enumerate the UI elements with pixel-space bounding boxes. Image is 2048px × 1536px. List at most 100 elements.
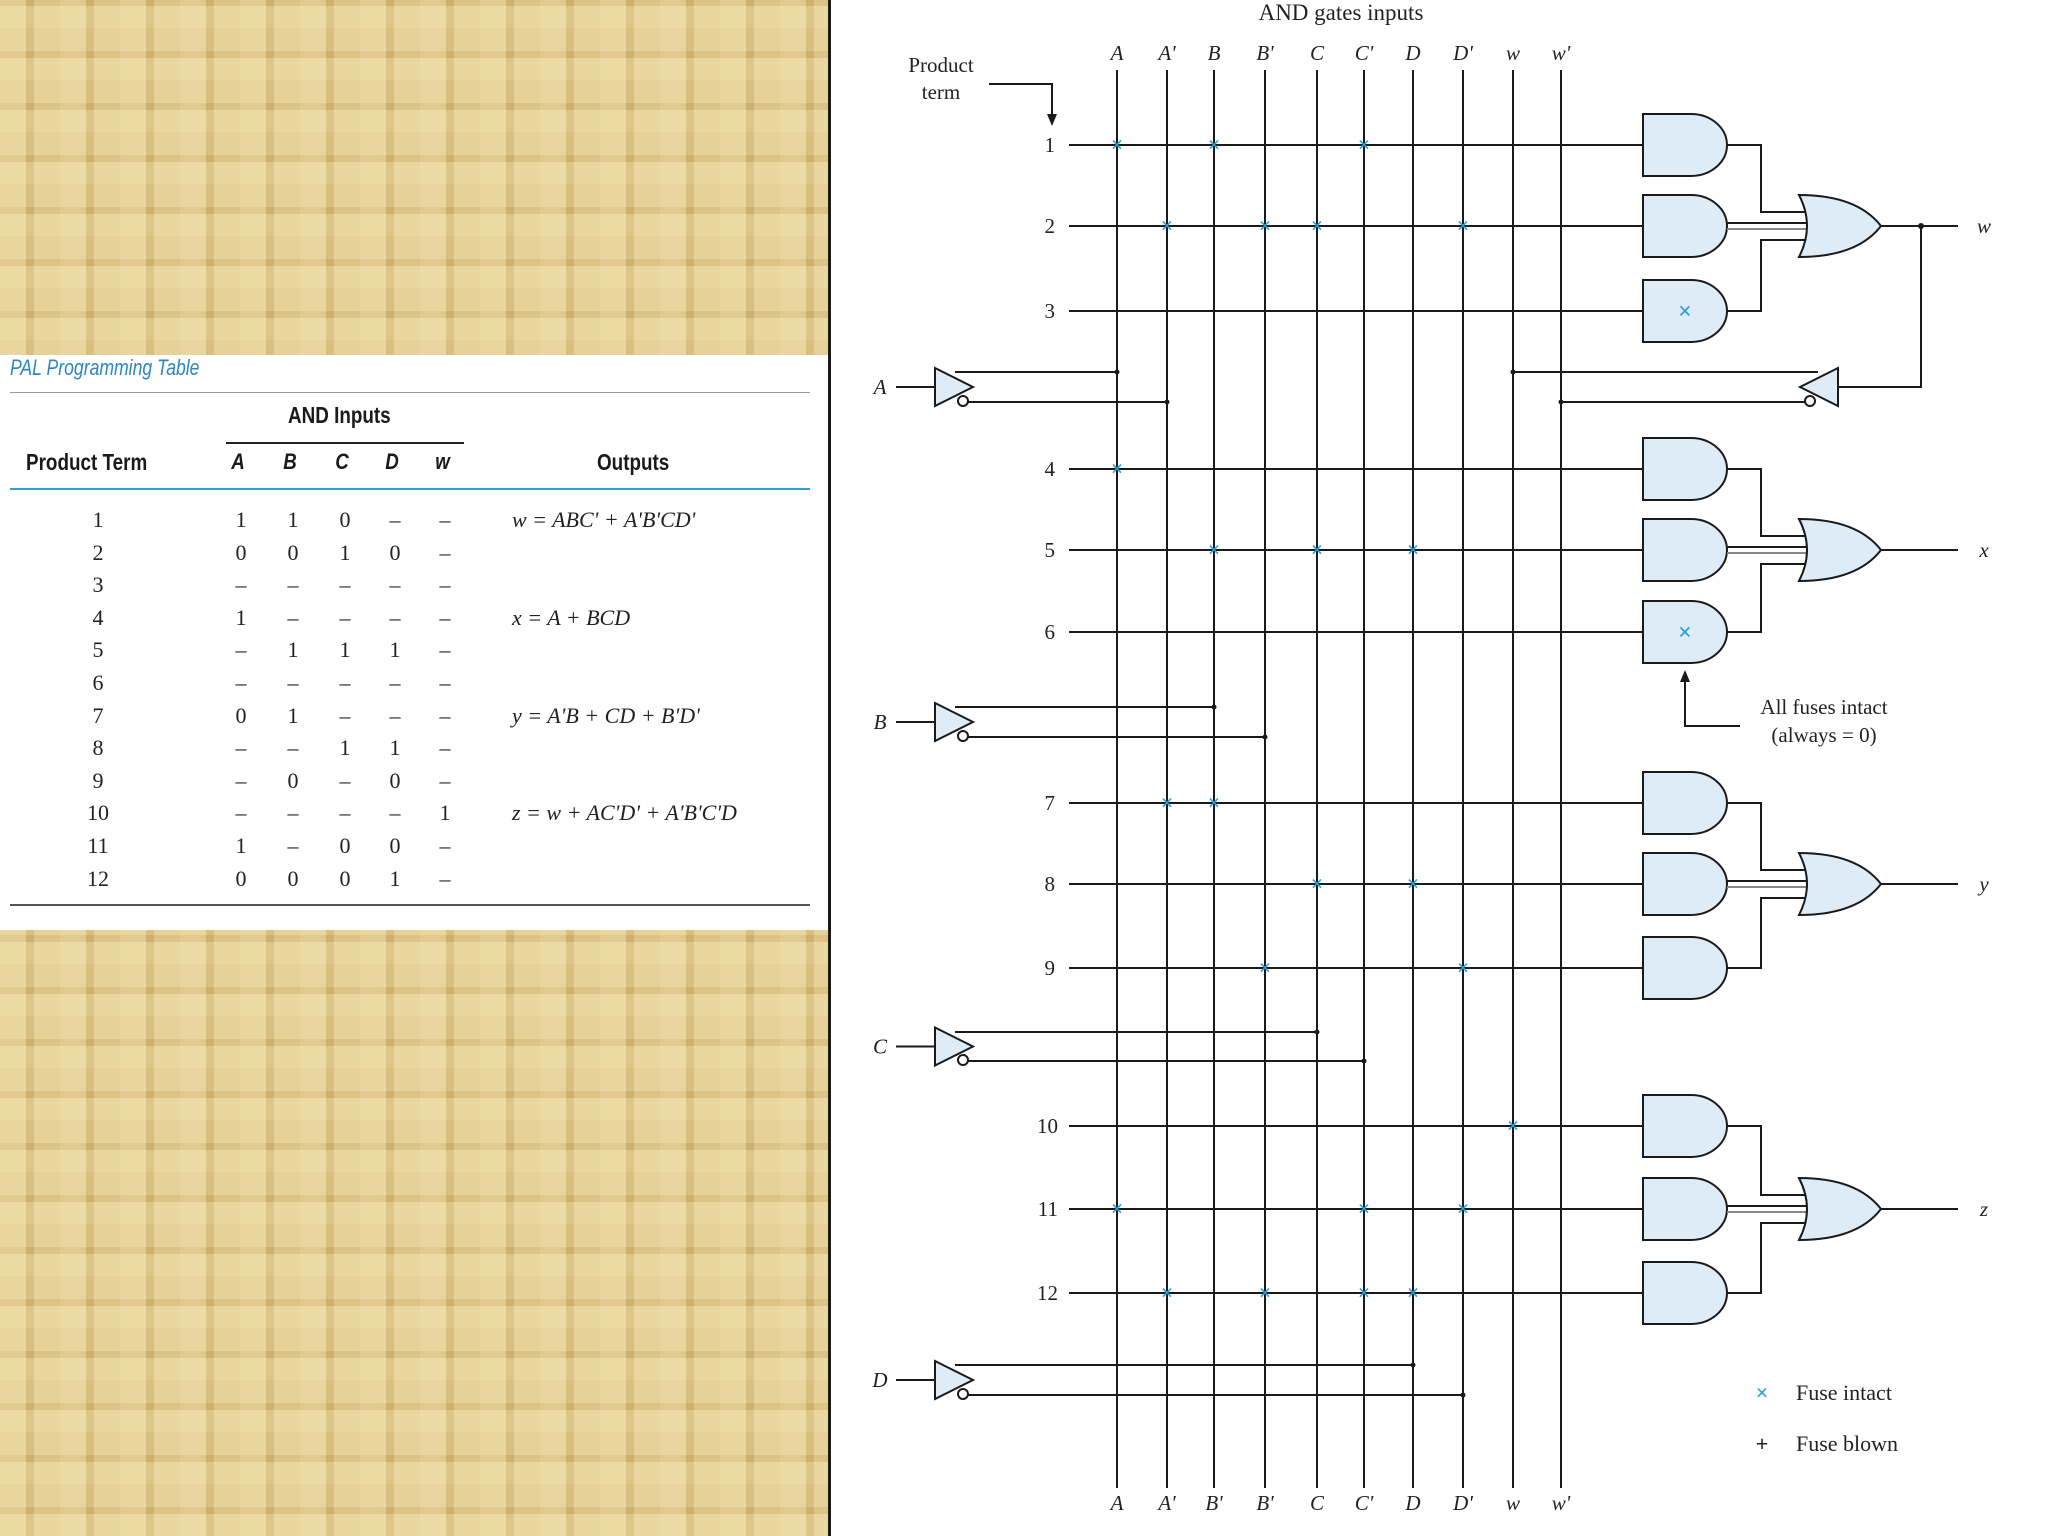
- table-cell: –: [339, 670, 351, 695]
- product-term-number: 5: [92, 637, 104, 663]
- input-buffer: [934, 366, 976, 408]
- table-cell: –: [389, 572, 401, 598]
- table-cell: 0: [389, 767, 401, 793]
- legend-fuse-intact-label: Fuse intact: [1796, 1380, 1892, 1405]
- table-cell: 1: [287, 702, 299, 728]
- and-to-or-wire: [1727, 897, 1807, 969]
- fuse-intact-mark: ×: [1111, 1196, 1124, 1221]
- table-cell: 0: [389, 539, 401, 565]
- product-term-number: 5: [1045, 538, 1056, 562]
- and-gate: [1642, 113, 1728, 177]
- and-inputs-header: AND Inputs: [288, 402, 391, 428]
- fuse-intact-mark: ×: [1358, 132, 1371, 157]
- table-cell: –: [287, 800, 299, 826]
- table-cell: 0: [339, 507, 351, 532]
- junction-dot: [1114, 369, 1120, 375]
- input-header-c: C: [335, 449, 349, 474]
- panel-divider: [828, 0, 831, 1536]
- inverter-bubble: [957, 730, 969, 742]
- and-gate: [1642, 1261, 1728, 1325]
- table-cell: –: [287, 735, 299, 761]
- table-cell: –: [235, 735, 247, 761]
- column-label-bottom: B': [1256, 1491, 1274, 1515]
- column-label-bottom: C': [1355, 1491, 1374, 1515]
- junction-dot: [1262, 734, 1268, 740]
- product-term-number: 11: [1038, 1197, 1058, 1221]
- input-header-b: B: [283, 449, 297, 474]
- table-cell: –: [439, 767, 451, 793]
- and-gate: [1642, 936, 1728, 1000]
- fuse-intact-mark: ×: [1507, 1113, 1520, 1138]
- table-cell: –: [439, 833, 451, 858]
- table-cell: –: [389, 702, 401, 728]
- column-label-bottom: A': [1156, 1491, 1176, 1515]
- product-term-number: 1: [1045, 133, 1056, 157]
- legend-fuse-blown-symbol: +: [1756, 1431, 1769, 1456]
- product-term-label-line1: Product: [908, 53, 973, 77]
- table-cell: –: [389, 604, 401, 630]
- table-cell: 1: [235, 833, 247, 858]
- table-cell: 1: [287, 507, 299, 532]
- arrow-head: [1680, 670, 1690, 682]
- table-cell: –: [339, 767, 351, 793]
- table-cell: –: [235, 572, 247, 598]
- fuse-intact-mark: ×: [1161, 213, 1174, 238]
- junction-dot: [1211, 704, 1217, 710]
- table-cell: 1: [389, 865, 401, 891]
- and-to-or-wire: [1727, 1222, 1807, 1294]
- column-label-bottom: w': [1552, 1491, 1571, 1515]
- junction-dot: [1361, 1058, 1367, 1064]
- table-cell: 1: [439, 800, 451, 826]
- input-header-a: A: [231, 449, 245, 474]
- input-header-w: w: [435, 449, 450, 474]
- fuse-intact-mark: ×: [1678, 299, 1692, 325]
- and-gate: [1642, 194, 1728, 258]
- table-cell: –: [287, 572, 299, 598]
- fuse-intact-mark: ×: [1407, 871, 1420, 896]
- fuse-intact-mark: ×: [1311, 537, 1324, 562]
- column-label-top: D: [1404, 41, 1420, 65]
- and-to-or-wire: [1727, 144, 1807, 213]
- column-label-bottom: w: [1506, 1491, 1520, 1515]
- or-gate: [1797, 1176, 1883, 1242]
- table-cell: 1: [235, 604, 247, 630]
- table-cell: 0: [339, 865, 351, 891]
- and-inputs-rule: [226, 442, 464, 444]
- junction-dot: [1410, 1362, 1416, 1368]
- output-equation: y = A'B + CD + B'D': [512, 702, 700, 728]
- product-term-number: 8: [1045, 872, 1056, 896]
- title-rule: [10, 392, 810, 393]
- output-equation: x = A + BCD: [512, 604, 631, 630]
- output-label-z: z: [1979, 1197, 1988, 1221]
- and-to-or-wire: [1727, 239, 1807, 312]
- and-to-or-wire: [1727, 1125, 1807, 1196]
- bottom-rule: [10, 904, 810, 906]
- table-cell: –: [439, 572, 451, 598]
- product-term-number: 12: [1037, 1281, 1058, 1305]
- table-cell: –: [235, 670, 247, 695]
- table-cell: 0: [235, 539, 247, 565]
- table-cell: –: [287, 833, 299, 858]
- product-term-number: 10: [87, 800, 109, 826]
- fuse-intact-mark: ×: [1208, 132, 1221, 157]
- product-term-number: 4: [92, 604, 104, 630]
- table-cell: –: [389, 507, 401, 532]
- header-rule: [10, 488, 810, 490]
- table-cell: –: [389, 670, 401, 695]
- column-label-top: B': [1256, 41, 1274, 65]
- table-cell: –: [339, 800, 351, 826]
- product-term-arrow: [989, 83, 1053, 124]
- table-cell: –: [439, 702, 451, 728]
- product-term-header: Product Term: [26, 449, 148, 475]
- input-label-d: D: [871, 1368, 887, 1392]
- table-cell: –: [235, 637, 247, 663]
- or-gate: [1797, 851, 1883, 917]
- table-cell: –: [235, 800, 247, 826]
- product-term-number: 1: [92, 507, 104, 532]
- and-gate: [1642, 771, 1728, 835]
- product-term-number: 11: [87, 833, 109, 858]
- table-title: PAL Programming Table: [10, 355, 200, 380]
- outputs-header: Outputs: [597, 449, 670, 475]
- junction-dot: [1164, 399, 1170, 405]
- product-term-number: 6: [92, 670, 104, 695]
